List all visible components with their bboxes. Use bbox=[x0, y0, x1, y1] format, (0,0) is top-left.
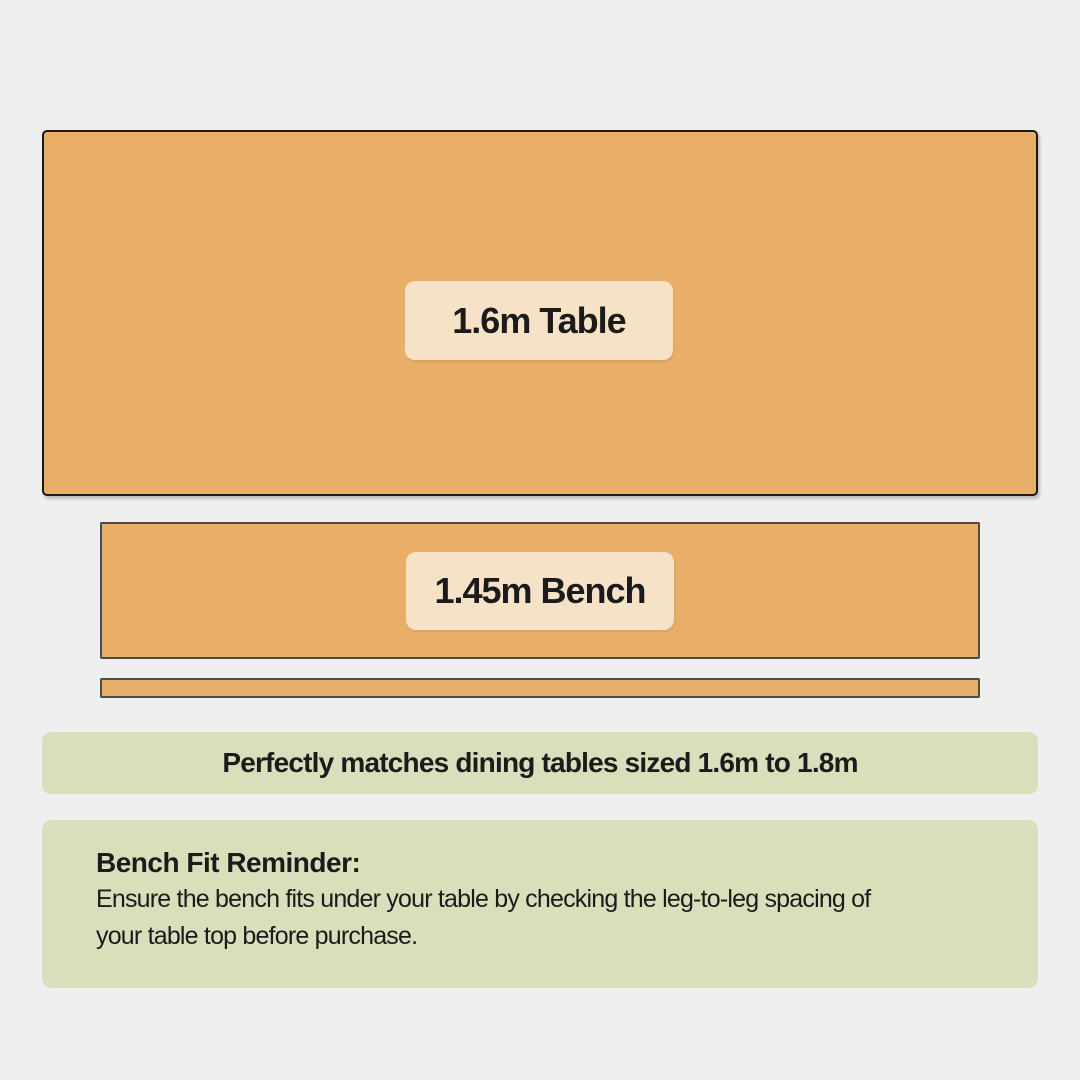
bench-size-label-text: 1.45m Bench bbox=[434, 570, 646, 611]
reminder-title: Bench Fit Reminder: bbox=[96, 847, 361, 878]
reminder-body-line: your table top before purchase. bbox=[96, 922, 418, 950]
table-size-label: 1.6m Table bbox=[405, 281, 673, 360]
reminder-box: Bench Fit Reminder: Ensure the bench fit… bbox=[42, 820, 1038, 988]
table-size-label-text: 1.6m Table bbox=[452, 299, 626, 341]
match-banner: Perfectly matches dining tables sized 1.… bbox=[42, 732, 1038, 794]
bench-side-rail-rect bbox=[100, 678, 980, 698]
match-banner-text: Perfectly matches dining tables sized 1.… bbox=[222, 747, 858, 778]
bench-size-label: 1.45m Bench bbox=[406, 552, 674, 630]
reminder-body-line: Ensure the bench fits under your table b… bbox=[96, 885, 871, 913]
